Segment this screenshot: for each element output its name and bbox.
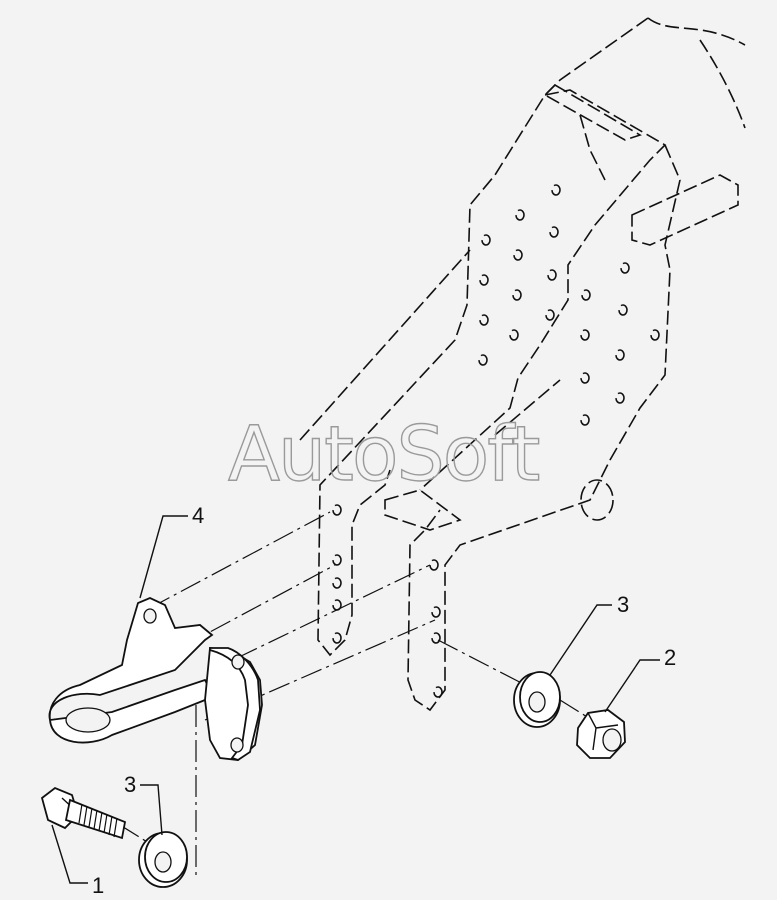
leader-lines (51, 515, 660, 884)
callout-3-left: 3 (124, 772, 136, 797)
frame-holes (332, 184, 660, 698)
frame-phantom (299, 17, 746, 712)
callout-3-right: 3 (617, 592, 629, 617)
callout-1: 1 (92, 873, 104, 898)
nut (576, 709, 626, 759)
callout-4: 4 (192, 503, 204, 528)
washer-left (138, 831, 188, 888)
washer-right (513, 671, 561, 728)
bolt (40, 786, 127, 840)
callout-2: 2 (664, 645, 676, 670)
tow-bracket (48, 597, 263, 761)
watermark: AutoSoft (228, 409, 539, 498)
